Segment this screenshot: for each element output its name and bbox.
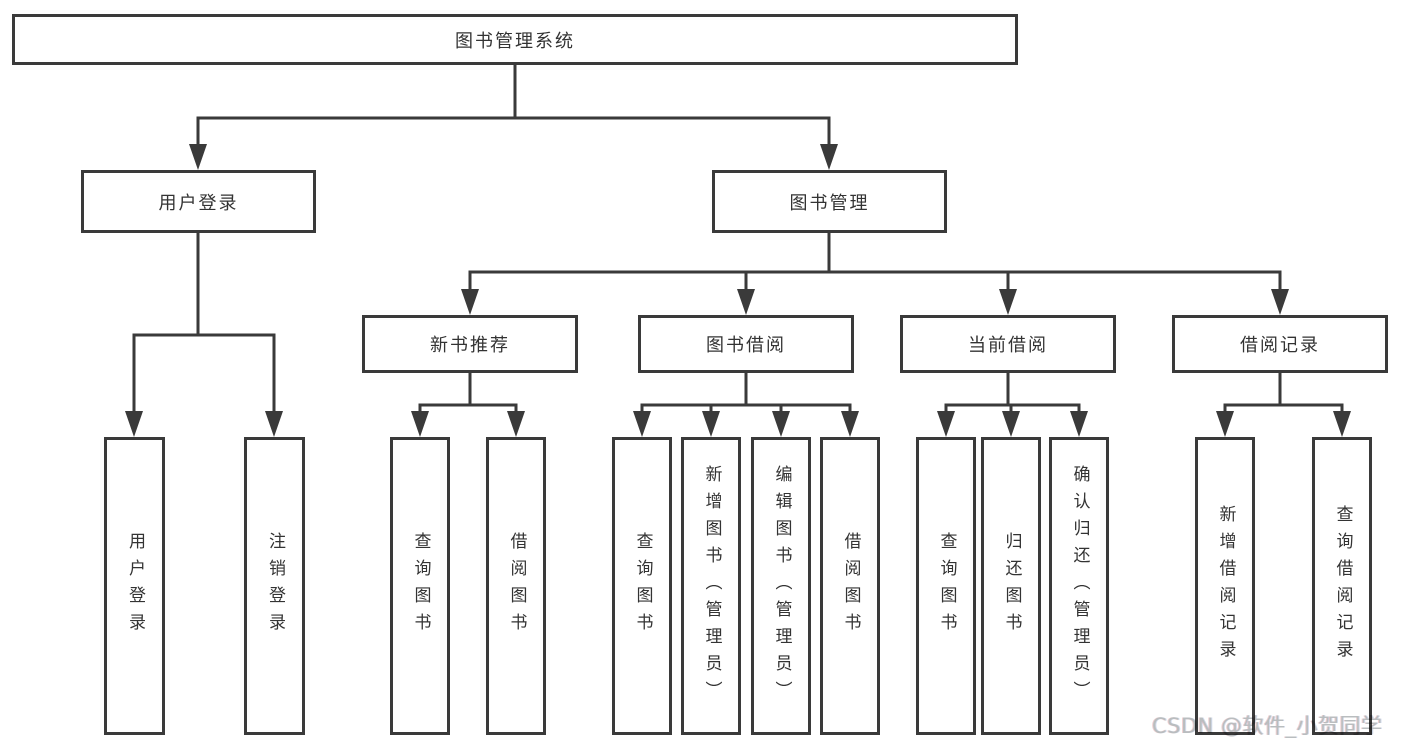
node-borrow-records: 借阅记录 (1172, 315, 1388, 373)
leaf-cb-query-books: 查询图书 (916, 437, 976, 735)
leaf-br-add-record: 新增借阅记录 (1195, 437, 1255, 735)
leaf-logout: 注销登录 (244, 437, 305, 735)
node-book-management-branch: 图书管理 (712, 170, 947, 233)
node-book-borrow: 图书借阅 (638, 315, 854, 373)
leaf-bb-add-books-admin: 新增图书（管理员） (681, 437, 741, 735)
node-current-borrow: 当前借阅 (900, 315, 1116, 373)
leaf-cb-confirm-return-admin: 确认归还（管理员） (1049, 437, 1109, 735)
csdn-watermark: CSDN @软件_小贺同学 (1152, 714, 1383, 738)
node-user-login-branch: 用户登录 (81, 170, 316, 233)
leaf-bb-query-books: 查询图书 (612, 437, 672, 735)
leaf-bb-edit-books-admin: 编辑图书（管理员） (751, 437, 811, 735)
leaf-nbr-borrow-books: 借阅图书 (486, 437, 546, 735)
leaf-cb-return-books: 归还图书 (981, 437, 1041, 735)
leaf-br-query-record: 查询借阅记录 (1312, 437, 1372, 735)
leaf-nbr-query-books: 查询图书 (390, 437, 450, 735)
node-new-book-recommend: 新书推荐 (362, 315, 578, 373)
arrowheads (125, 144, 1351, 437)
leaf-bb-borrow-books: 借阅图书 (820, 437, 880, 735)
leaf-user-login: 用户登录 (104, 437, 165, 735)
node-root-system: 图书管理系统 (12, 14, 1018, 65)
